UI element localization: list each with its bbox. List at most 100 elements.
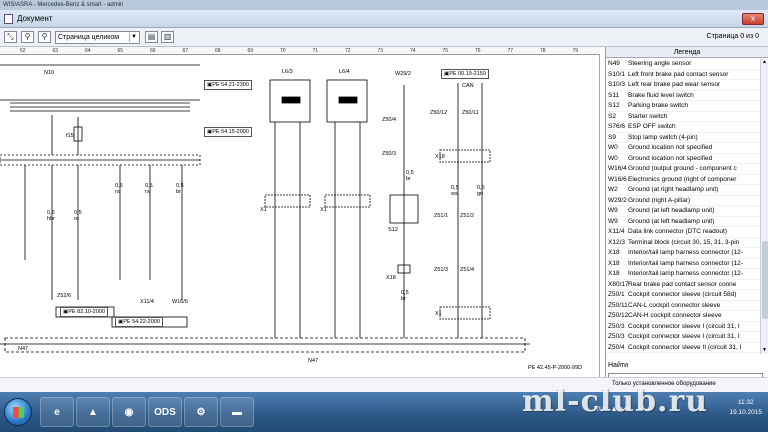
taskbar: e▲◉ODS⚙▬ RU ▴ ◔ ♪ 11:32 19.10.2015 <box>0 392 768 432</box>
legend-item[interactable]: W16/4Ground (output ground - component c <box>606 164 761 175</box>
ruler-tick: 76 <box>475 48 481 54</box>
fit-page-icon[interactable]: ⤡ <box>4 31 17 43</box>
legend-item[interactable]: W16/6Electronics ground (right of compon… <box>606 175 761 185</box>
legend-item-description: CAN-H cockpit connector sleeve <box>628 312 722 319</box>
legend-item-code: X12/3 <box>608 238 625 246</box>
legend-item-code: Z50/1 <box>608 291 625 298</box>
start-button[interactable] <box>4 398 32 426</box>
legend-item-description: Ground location not specified <box>628 144 713 151</box>
ruler-tick: 73 <box>377 48 384 54</box>
wiring-diagram[interactable]: PE 54.21-2300 PE 54.15-2000 PE 00.19-215… <box>0 55 600 377</box>
wire-label: 0,5 br <box>401 290 409 302</box>
wire-label: 0,5 gn <box>477 185 485 197</box>
language-indicator[interactable]: RU <box>594 406 605 413</box>
component-label: Z51/2 <box>460 213 475 219</box>
legend-item-code: Z50/3 <box>608 322 625 330</box>
component-label: X18 <box>386 275 396 281</box>
document-icon <box>4 14 13 24</box>
legend-item-description: Ground (at right headlamp unit) <box>628 186 719 193</box>
ruler-tick: 67 <box>182 48 189 54</box>
component-label: Z51/3 <box>434 267 449 273</box>
ie-icon[interactable]: e <box>40 397 74 427</box>
zoom-in-icon[interactable]: ⚲ <box>38 31 51 43</box>
ds-icon[interactable]: ▲ <box>76 397 110 427</box>
installed-equipment-option[interactable]: Только установленное оборудование <box>612 381 716 387</box>
toolbar: ⤡ ⚲ ⚲ Страница целиком ▼ ▤ ▥ Страница 0 … <box>0 28 768 47</box>
component-label: X18 <box>435 154 445 160</box>
legend-item[interactable]: Z50/12CAN-H cockpit connector sleeve <box>606 311 761 322</box>
wifi-icon[interactable]: ◉ <box>112 397 146 427</box>
component-label: W16/6 <box>172 299 188 305</box>
legend-item-code: X18 <box>608 249 620 256</box>
legend-item-code: S10/3 <box>608 81 625 88</box>
scroll-up-icon[interactable]: ▲ <box>762 59 767 65</box>
legend-heading: Легенда <box>606 47 768 58</box>
ruler-tick: 77 <box>507 48 514 54</box>
component-label: Z51/1 <box>434 213 449 219</box>
pe-reference[interactable]: PE 00.19-2150 <box>441 69 489 79</box>
pe-reference[interactable]: PE 54.15-2000 <box>204 127 252 137</box>
close-button[interactable]: x <box>742 13 764 25</box>
legend-item[interactable]: Z50/11CAN-L cockpit connector sleeve <box>606 301 761 311</box>
ruler-tick: 72 <box>345 48 351 54</box>
scroll-thumb[interactable] <box>762 241 768 319</box>
settings-icon[interactable]: ⚙ <box>184 397 218 427</box>
scroll-down-icon[interactable]: ▼ <box>762 347 767 353</box>
zoom-out-icon[interactable]: ⚲ <box>21 31 34 43</box>
windows-logo-icon <box>13 407 24 418</box>
ruler-tick: 63 <box>52 48 59 54</box>
wiring-diagram-lines <box>0 64 530 353</box>
legend-item-description: Interior/tail lamp harness connector (12… <box>628 270 743 277</box>
car-icon[interactable]: ▬ <box>220 397 254 427</box>
pe-reference[interactable]: PE 82.10-2000 <box>60 307 108 317</box>
legend-item-description: Cockpit connector sleeve I (circuit 31, … <box>628 322 740 330</box>
legend-item-code: S11 <box>608 91 620 99</box>
export-icon[interactable]: ▥ <box>161 31 174 43</box>
component-label: N10 <box>44 70 55 76</box>
zoom-select[interactable]: Страница целиком ▼ <box>55 31 140 44</box>
tray-icons[interactable]: ▴ ◔ ♪ <box>612 404 630 413</box>
legend-item-description: Steering angle sensor <box>628 60 692 67</box>
legend-item-code: Z50/4 <box>608 343 625 351</box>
ruler-tick: 70 <box>280 48 286 54</box>
legend-item-code: X18 <box>608 259 620 267</box>
pe-reference[interactable]: PE 54.21-2300 <box>204 80 252 90</box>
legend-item[interactable]: X80/17Rear brake pad contact sensor conn… <box>606 280 761 290</box>
ruler-tick: 68 <box>215 48 221 54</box>
ods-icon[interactable]: ODS <box>148 397 182 427</box>
wire-label: 0,5 or <box>74 210 82 222</box>
print-icon[interactable]: ▤ <box>145 31 158 43</box>
pe-reference[interactable]: PE 54.22-2000 <box>115 317 163 327</box>
legend-item[interactable]: W29/2Ground (right A-pillar) <box>606 196 761 206</box>
legend-scrollbar[interactable]: ▲ ▼ <box>760 59 768 354</box>
component-label: X1 <box>320 207 327 213</box>
component-label: f15 <box>66 133 74 139</box>
clock[interactable]: 11:32 19.10.2015 <box>729 398 762 418</box>
